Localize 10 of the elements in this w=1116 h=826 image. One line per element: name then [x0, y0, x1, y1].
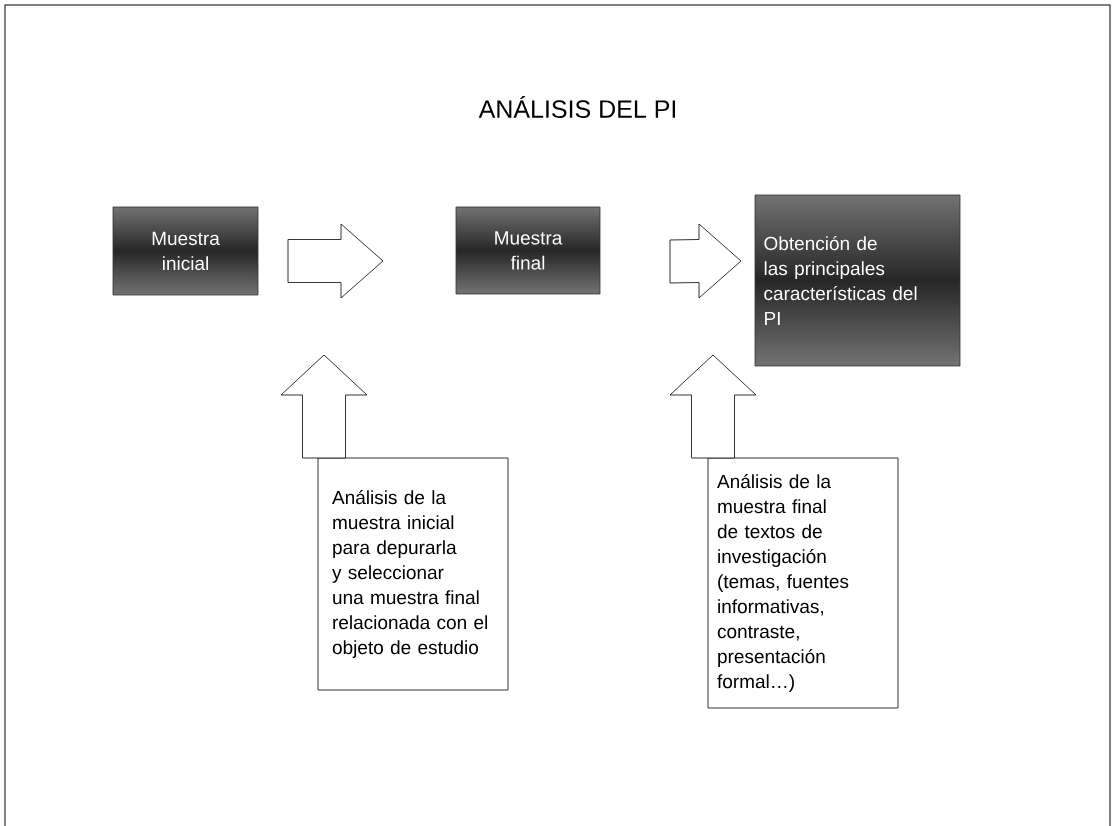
process-box: Muestra inicial — [112, 206, 259, 296]
block-arrow — [287, 223, 384, 299]
note-box: Análisis de la muestra inicial para depurarla y seleccionar una muestra final relacionada con el objeto de estudio — [317, 457, 509, 691]
block-arrow — [280, 354, 368, 459]
process-box: Obtención de las principales características del PI — [754, 194, 961, 367]
block-arrow — [669, 354, 757, 459]
title: ANÁLISIS DEL PI — [478, 96, 676, 118]
process-box: Muestra final — [455, 206, 601, 295]
block-arrow — [669, 223, 742, 299]
note-box: Análisis de la muestra final de textos de investigación (temas, fuentes informativas, contraste, presentación formal…) — [707, 457, 899, 709]
